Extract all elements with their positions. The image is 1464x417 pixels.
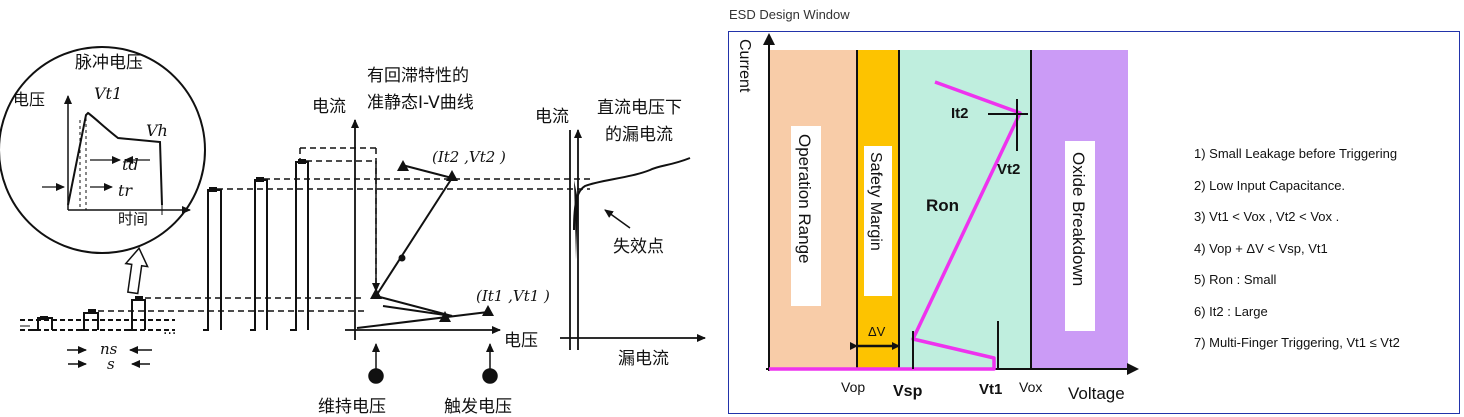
- fail-point-label: 失效点: [613, 237, 664, 257]
- voltage-markers: [368, 343, 498, 384]
- leak-y-label: 电流: [535, 107, 569, 127]
- pulse-ns-label: ns: [100, 340, 118, 358]
- pulse-dots: ...: [163, 322, 176, 338]
- requirement-item: 7) Multi-Finger Triggering, Vt1 ≤ Vt2: [1194, 335, 1400, 350]
- leak-title-line1: 直流电压下: [597, 98, 682, 118]
- inset-td-label: td: [122, 155, 139, 174]
- inset-vh-label: Vh: [146, 121, 168, 140]
- oxide-breakdown-label-box: Oxide Breakdown: [1065, 141, 1095, 331]
- requirement-item: 4) Vop + ΔV < Vsp, Vt1: [1194, 240, 1328, 256]
- vox-label: Vox: [1019, 379, 1042, 395]
- requirement-item: 5) Ron : Small: [1194, 272, 1277, 287]
- iv-point-2-label: (It2 ,Vt2 ): [432, 148, 506, 166]
- pulse-timing: [67, 346, 152, 368]
- operation-range-label-box: Operation Range: [791, 126, 821, 306]
- fail-arrow: [604, 209, 631, 229]
- iv-x-label: 电压: [504, 331, 538, 351]
- inset-tr-label: tr: [118, 181, 133, 200]
- iv-markers: [370, 160, 494, 322]
- requirement-item: 6) It2 : Large: [1194, 303, 1268, 319]
- esd-window-title: ESD Design Window: [729, 7, 850, 22]
- requirement-item: 3) Vt1 < Vox , Vt2 < Vox .: [1194, 209, 1340, 224]
- vt2-label: Vt2: [997, 161, 1020, 178]
- inset-title: 脉冲电压: [75, 53, 143, 73]
- inset-x-label: 时间: [118, 210, 148, 228]
- ron-label: Ron: [926, 196, 959, 215]
- leak-title-line2: 的漏电流: [605, 125, 673, 145]
- esd-markers: [850, 99, 1028, 369]
- trigger-voltage-label: 触发电压: [444, 397, 512, 417]
- oxide-breakdown-label: Oxide Breakdown: [1069, 152, 1088, 286]
- hold-voltage-label: 维持电压: [318, 397, 386, 417]
- safety-margin-label-box: Safety Margin: [864, 146, 892, 296]
- requirements-list: 1) Small Leakage before Triggering 2) Lo…: [1194, 146, 1400, 367]
- iv-title-line1: 有回滞特性的: [367, 66, 469, 86]
- esd-window-frame: [728, 31, 1460, 414]
- safety-margin-label: Safety Margin: [867, 152, 884, 251]
- it2-label: It2: [951, 105, 969, 122]
- esd-design-window: Operation Range Safety Margin Oxide Brea…: [736, 33, 1139, 403]
- leak-x-label: 漏电流: [618, 349, 669, 369]
- requirement-item: 2) Low Input Capacitance.: [1194, 177, 1346, 193]
- tlp-diagram: ... ns s 脉冲电压 电压 Vt1 Vh td tr 时间: [0, 46, 706, 417]
- iv-title-line2: 准静态I-V曲线: [367, 93, 474, 113]
- margin-green-region: [899, 50, 1031, 369]
- iv-point-1-label: (It1 ,Vt1 ): [476, 287, 550, 305]
- requirement-item: 1) Small Leakage before Triggering: [1194, 146, 1398, 161]
- vsp-label: Vsp: [893, 383, 923, 400]
- pulse-markers: [40, 159, 306, 320]
- voltage-axis-label: Voltage: [1068, 384, 1125, 403]
- esd-iv-curve: [769, 80, 1022, 371]
- delta-v-label: ΔV: [868, 324, 886, 339]
- operation-range-label: Operation Range: [795, 134, 814, 263]
- current-axis-label: Current: [736, 39, 753, 93]
- iv-y-label: 电流: [312, 97, 346, 117]
- pulse-s-label: s: [107, 355, 115, 373]
- leak-curve: [573, 157, 691, 231]
- inset-y-label: 电压: [13, 90, 45, 109]
- vop-label: Vop: [841, 379, 865, 395]
- zoom-arrow-icon: [124, 246, 149, 295]
- iv-curve: [356, 161, 489, 329]
- vt1-label: Vt1: [979, 381, 1002, 398]
- leak-spike: [574, 180, 578, 260]
- inset-vt1-label: Vt1: [94, 84, 122, 103]
- pulse-inset: [0, 46, 206, 254]
